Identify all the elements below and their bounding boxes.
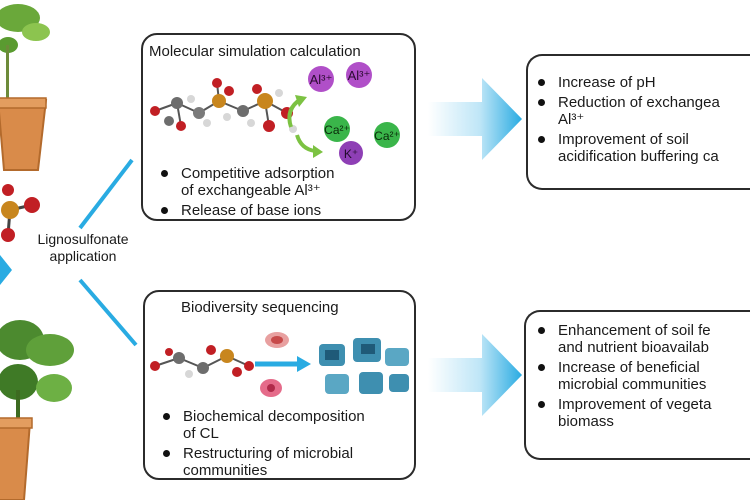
list-item: Competitive adsorption of exchangeable A…	[157, 165, 412, 199]
ions-cluster: Al³⁺ Al³⁺ Ca²⁺ Ca²⁺ K⁺	[287, 62, 400, 165]
left-arrow-fragment	[0, 255, 12, 285]
list-item: Improvement of soil acidification buffer…	[534, 131, 750, 165]
enzyme-icon	[265, 332, 289, 348]
ca-ion-icon	[324, 116, 350, 142]
ca-ion-label-2: Ca²⁺	[374, 129, 400, 143]
soil-acidity-result-box: Increase of pH Reduction of exchangea Al…	[526, 54, 750, 190]
connector-to-bottom-box	[78, 278, 138, 347]
biodiversity-sequencing-title: Biodiversity sequencing	[181, 299, 339, 316]
center-label-line1: Lignosulfonate	[37, 231, 129, 247]
list-item: Improvement of vegeta biomass	[534, 396, 750, 430]
list-item: Reduction of exchangea Al³⁺	[534, 94, 750, 128]
center-label-line2: application	[49, 248, 117, 264]
al-ion-label-2: Al³⁺	[348, 68, 371, 83]
lignosulfonate-molecule-icon	[150, 78, 297, 133]
biodiversity-sequencing-bullets: Biochemical decomposition of CL Restruct…	[159, 408, 414, 482]
molecule-left-icon	[1, 184, 40, 242]
list-item: Increase of beneficial microbial communi…	[534, 359, 750, 393]
al-ion-label-1: Al³⁺	[310, 72, 333, 87]
arrow-to-bottom-result-icon	[428, 334, 522, 416]
decomposition-illustration	[150, 332, 409, 397]
green-arrow-down-icon	[295, 134, 316, 153]
soil-fertility-result-list: Enhancement of soil fe and nutrient bioa…	[534, 322, 750, 433]
plant-top-illustration	[0, 4, 50, 171]
arrow-to-top-result-icon	[428, 78, 522, 160]
list-item: Increase of pH	[534, 74, 750, 91]
plant-bottom-illustration	[0, 320, 74, 500]
ca-ion-icon	[374, 122, 400, 148]
list-item: Enhancement of soil fe and nutrient bioa…	[534, 322, 750, 356]
molecular-simulation-bullets: Competitive adsorption of exchangeable A…	[157, 165, 412, 222]
al-ion-icon	[346, 62, 372, 88]
microbial-cluster-icon	[319, 338, 409, 394]
ca-ion-label-1: Ca²⁺	[324, 123, 350, 137]
degradation-products-icon	[260, 379, 282, 397]
list-item: Release of base ions	[157, 202, 412, 219]
molecular-simulation-title: Molecular simulation calculation	[149, 43, 361, 60]
biodiversity-sequencing-box: Biodiversity sequencing	[143, 290, 416, 480]
k-ion-icon	[339, 141, 363, 165]
center-label: Lignosulfonate application	[28, 231, 138, 265]
k-ion-label: K⁺	[344, 147, 358, 161]
soil-fertility-result-box: Enhancement of soil fe and nutrient bioa…	[524, 310, 750, 460]
molecular-simulation-box: Molecular simulation calculation	[141, 33, 416, 221]
list-item: Restructuring of microbial communities	[159, 445, 414, 479]
connector-to-top-box	[78, 158, 134, 230]
soil-acidity-result-list: Increase of pH Reduction of exchangea Al…	[534, 74, 750, 168]
list-item: Biochemical decomposition of CL	[159, 408, 414, 442]
al-ion-icon	[308, 66, 334, 92]
